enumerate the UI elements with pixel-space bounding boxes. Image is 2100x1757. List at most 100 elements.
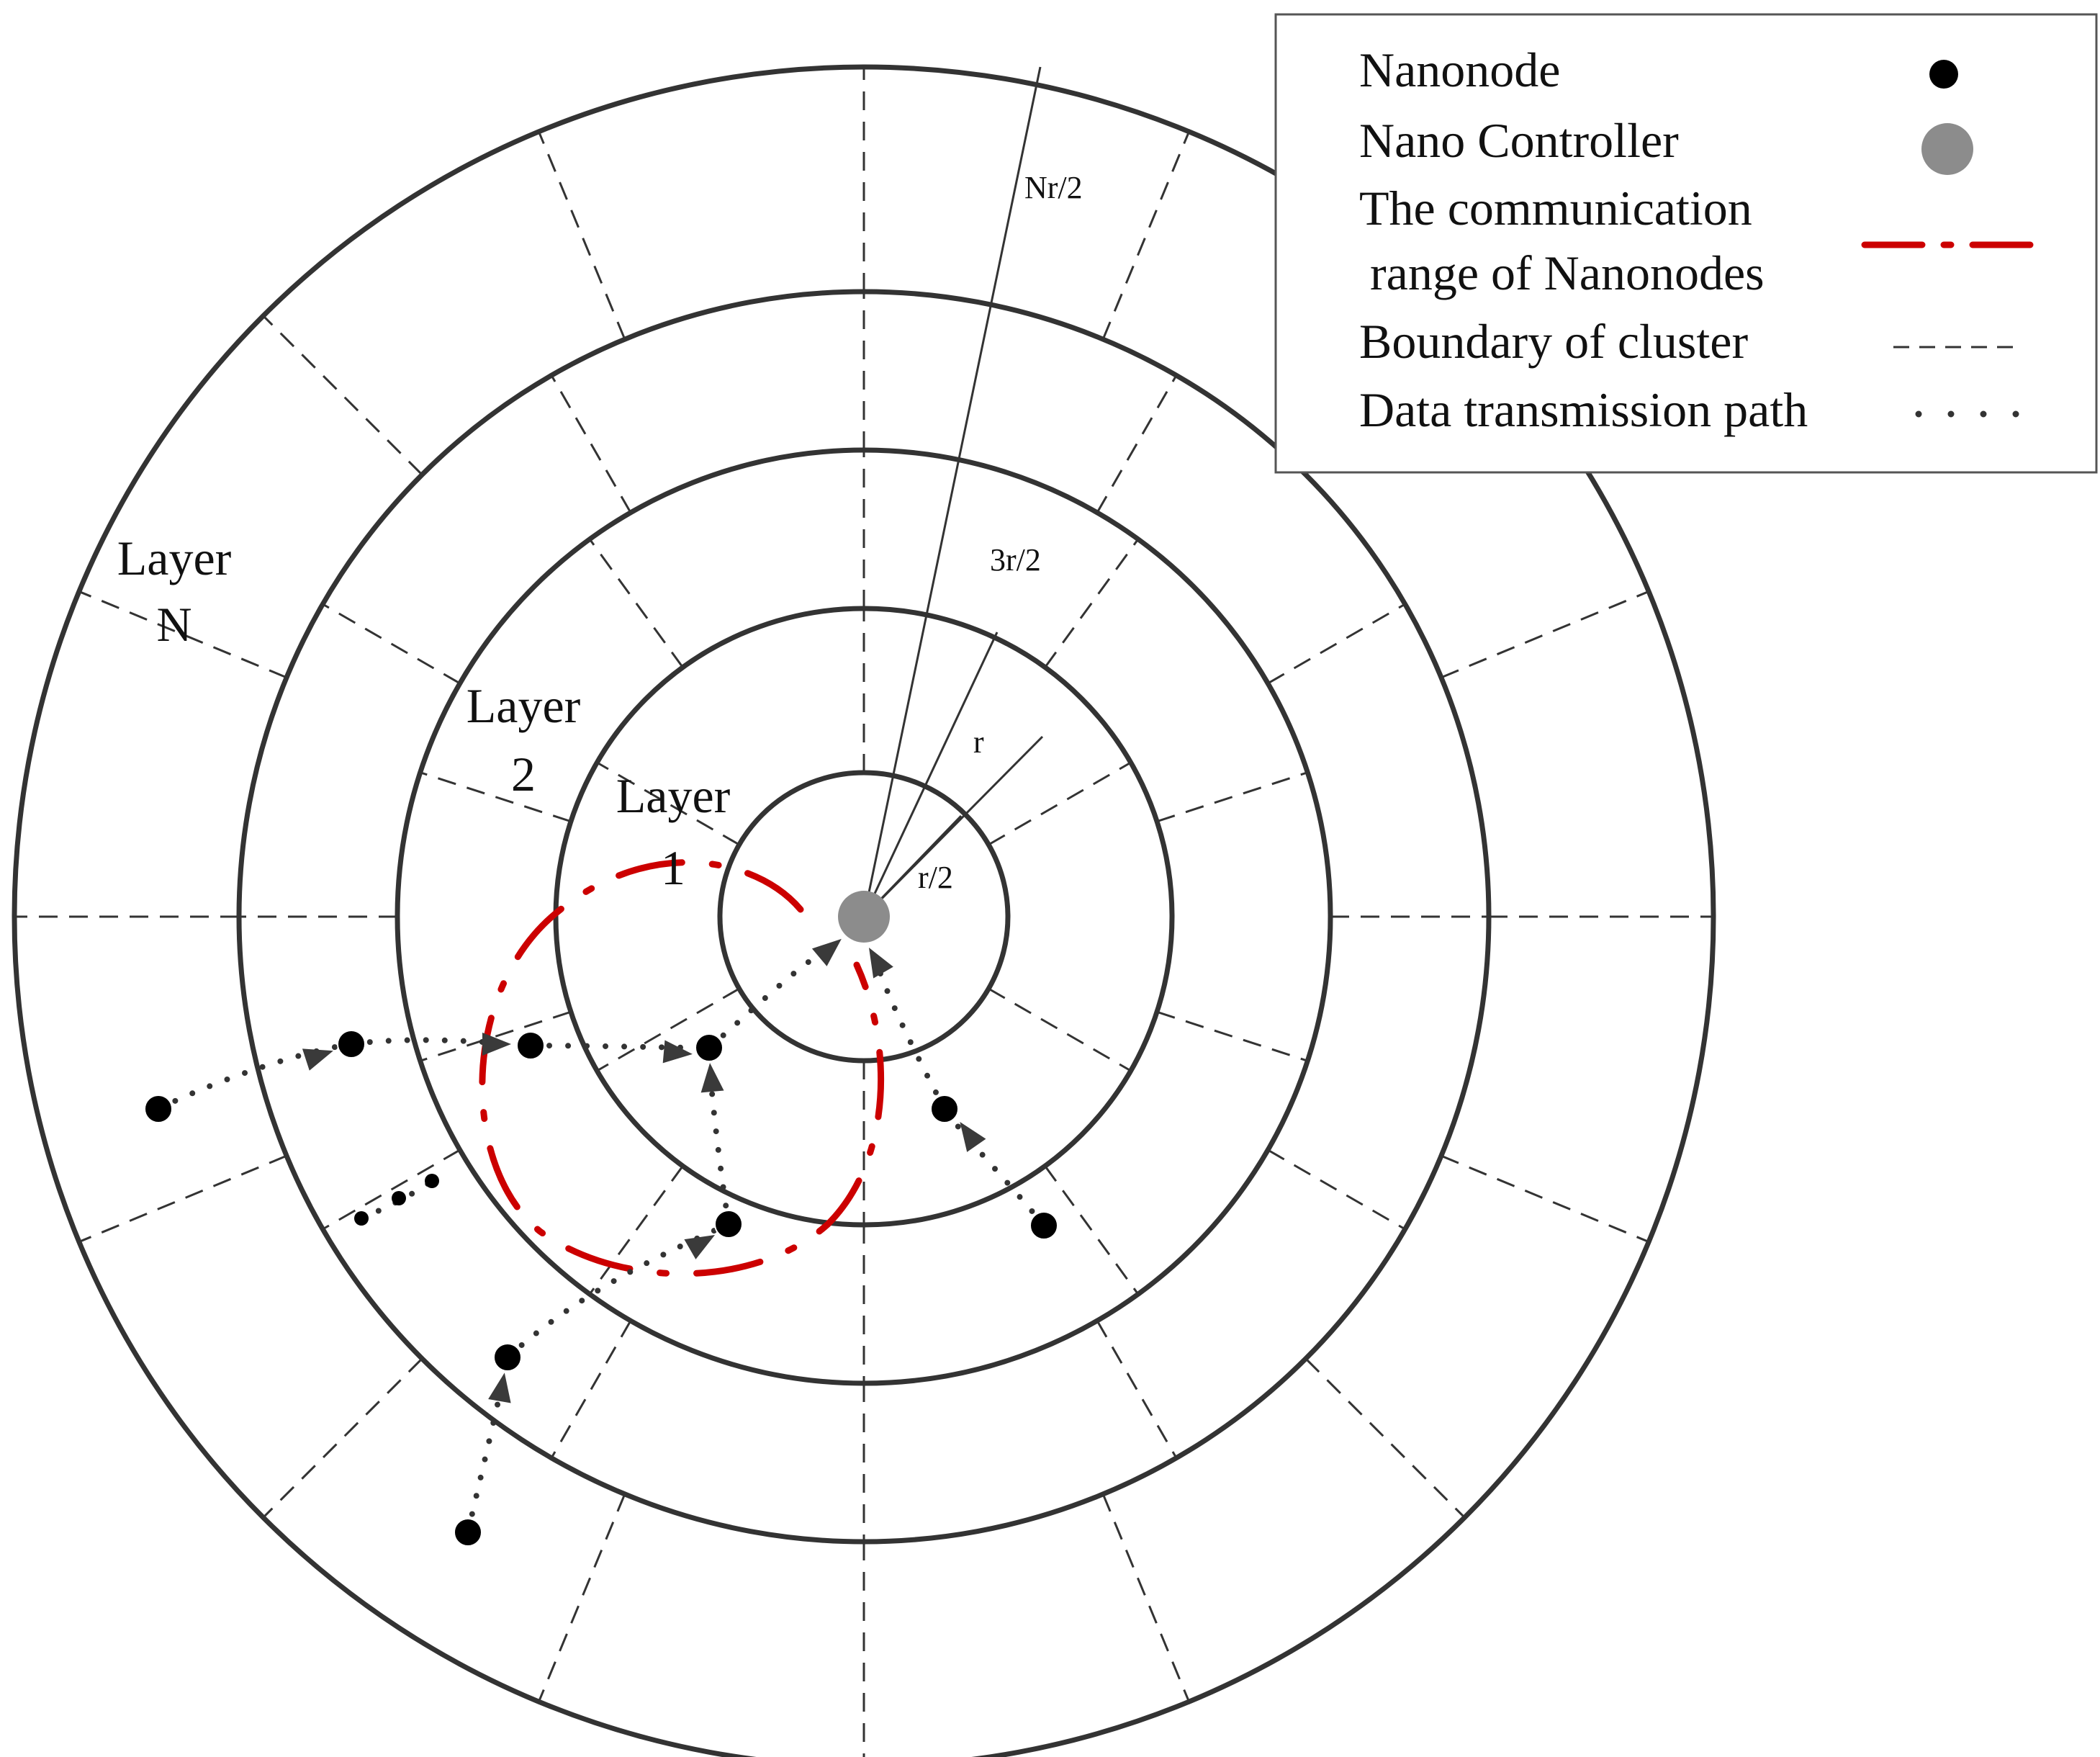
layer-n-label-line1: Layer — [117, 531, 232, 585]
cluster-boundary-ln — [1441, 590, 1649, 679]
cluster-boundary-ln — [78, 590, 287, 679]
cluster-boundary-l3 — [1096, 374, 1178, 513]
path-segment — [348, 1037, 533, 1048]
cluster-boundary-l3 — [550, 1320, 632, 1459]
nanonode — [493, 1343, 522, 1372]
nanonode — [930, 1095, 959, 1123]
path-arrow-head — [488, 1372, 511, 1403]
radius-label-nr-half: Nr/2 — [1024, 170, 1083, 205]
cluster-boundary-l3 — [322, 603, 461, 685]
nano-controller — [838, 891, 890, 943]
path-arrow — [869, 947, 893, 979]
path-arrow-head — [684, 1235, 716, 1259]
legend-boundary-label: Boundary of cluster — [1359, 314, 1748, 369]
path-arrow-head — [662, 1040, 693, 1064]
path-arrow-head — [700, 1063, 724, 1093]
nanonode — [454, 1518, 482, 1547]
nanonode — [1029, 1211, 1058, 1240]
cluster-boundary-l2 — [1044, 1165, 1140, 1295]
path-arrow-head — [482, 1033, 511, 1056]
layer-2-label-line2: 2 — [511, 747, 536, 801]
nanonodes — [144, 1030, 1058, 1547]
path-arrow — [960, 1121, 986, 1152]
ellipsis-dot — [425, 1174, 439, 1188]
cluster-boundary-ln — [78, 1154, 287, 1243]
legend: Nanonode Nano Controller The communicati… — [1274, 13, 2098, 474]
path-segment — [870, 948, 947, 1112]
radius-line-3 — [862, 735, 1044, 918]
cluster-boundary-l3 — [1096, 1320, 1178, 1459]
cluster-boundary-ln — [538, 131, 626, 340]
path-arrows — [302, 938, 986, 1403]
cluster-boundary-l1 — [596, 987, 740, 1072]
cluster-boundary-l3 — [550, 374, 632, 513]
layer-n-label-line2: N — [156, 597, 191, 652]
path-arrow — [811, 938, 842, 966]
cluster-boundary-l2 — [1044, 538, 1140, 668]
nanonode — [714, 1210, 743, 1239]
legend-comm-range-label-line2: range of Nanonodes — [1370, 246, 1765, 300]
cluster-boundary-ln — [1101, 1493, 1190, 1702]
legend-data-path-label: Data transmission path — [1359, 382, 1808, 437]
cluster-boundary-ln — [262, 1357, 423, 1519]
radius-line-2 — [862, 632, 999, 917]
layer-1-label-line1: Layer — [616, 768, 731, 823]
cluster-boundary-ln — [538, 1493, 626, 1702]
path-arrow — [488, 1372, 511, 1403]
ellipsis-dot — [392, 1191, 406, 1205]
radius-lines — [862, 66, 1044, 918]
cluster-boundary-ln — [262, 315, 423, 476]
cluster-boundary-l1 — [988, 761, 1132, 846]
cluster-boundary-l3 — [1267, 603, 1406, 685]
cluster-boundary-l3 — [1267, 1149, 1406, 1231]
cluster-boundary-ln — [1101, 131, 1190, 340]
cluster-boundary-ln — [1441, 1154, 1649, 1243]
cluster-boundary-l2 — [588, 1165, 684, 1295]
path-arrow-head — [869, 947, 893, 979]
path-segment — [942, 1106, 1047, 1228]
legend-controller-label: Nano Controller — [1359, 113, 1679, 168]
legend-controller-symbol — [1921, 123, 1973, 175]
layer-2-label: Layer 2 — [467, 678, 581, 801]
legend-comm-range-label-line1: The communication — [1359, 181, 1752, 235]
legend-box — [1274, 13, 2098, 474]
nanonode — [695, 1033, 724, 1062]
path-segment — [359, 1178, 435, 1221]
nanonode — [337, 1030, 366, 1059]
radius-line-4 — [862, 66, 1042, 917]
path-arrow-head — [811, 938, 842, 966]
path-segment — [465, 1354, 510, 1535]
cluster-boundary-l2 — [588, 538, 684, 668]
layer-2-label-line1: Layer — [467, 678, 581, 733]
cluster-boundary-ln — [1304, 1357, 1466, 1519]
nanonode — [516, 1031, 545, 1060]
nanonode — [144, 1095, 173, 1123]
path-arrow-head — [302, 1048, 333, 1071]
data-transmission-paths — [156, 940, 1047, 1535]
layer-1-label: Layer 1 — [616, 768, 731, 895]
legend-nanonode-symbol — [1929, 60, 1958, 89]
communication-range-curve — [479, 859, 885, 1277]
cluster-boundary-l2 — [1156, 771, 1308, 823]
radius-label-r: r — [973, 724, 984, 760]
path-arrow — [482, 1033, 511, 1056]
cluster-boundary-l2 — [1156, 1010, 1308, 1062]
cluster-boundary-l1 — [988, 987, 1132, 1072]
radius-label-r-half: r/2 — [918, 860, 953, 895]
path-arrow — [302, 1048, 333, 1071]
legend-nanonode-label: Nanonode — [1359, 42, 1560, 97]
path-segment — [528, 1043, 712, 1051]
path-arrow — [684, 1235, 716, 1259]
path-arrow-head — [960, 1121, 986, 1152]
radius-label-3r-half: 3r/2 — [990, 542, 1041, 578]
cluster-boundary-l2 — [420, 1010, 572, 1062]
cluster-boundary-l2 — [420, 771, 572, 823]
cluster-boundary-l1 — [596, 761, 740, 846]
layer-1-label-line2: 1 — [661, 840, 685, 895]
ellipsis-dot — [354, 1211, 369, 1226]
path-arrow — [700, 1063, 724, 1093]
layer-n-label: Layer N — [117, 531, 232, 652]
path-arrow — [662, 1040, 693, 1064]
cluster-boundary-l3 — [322, 1149, 461, 1231]
